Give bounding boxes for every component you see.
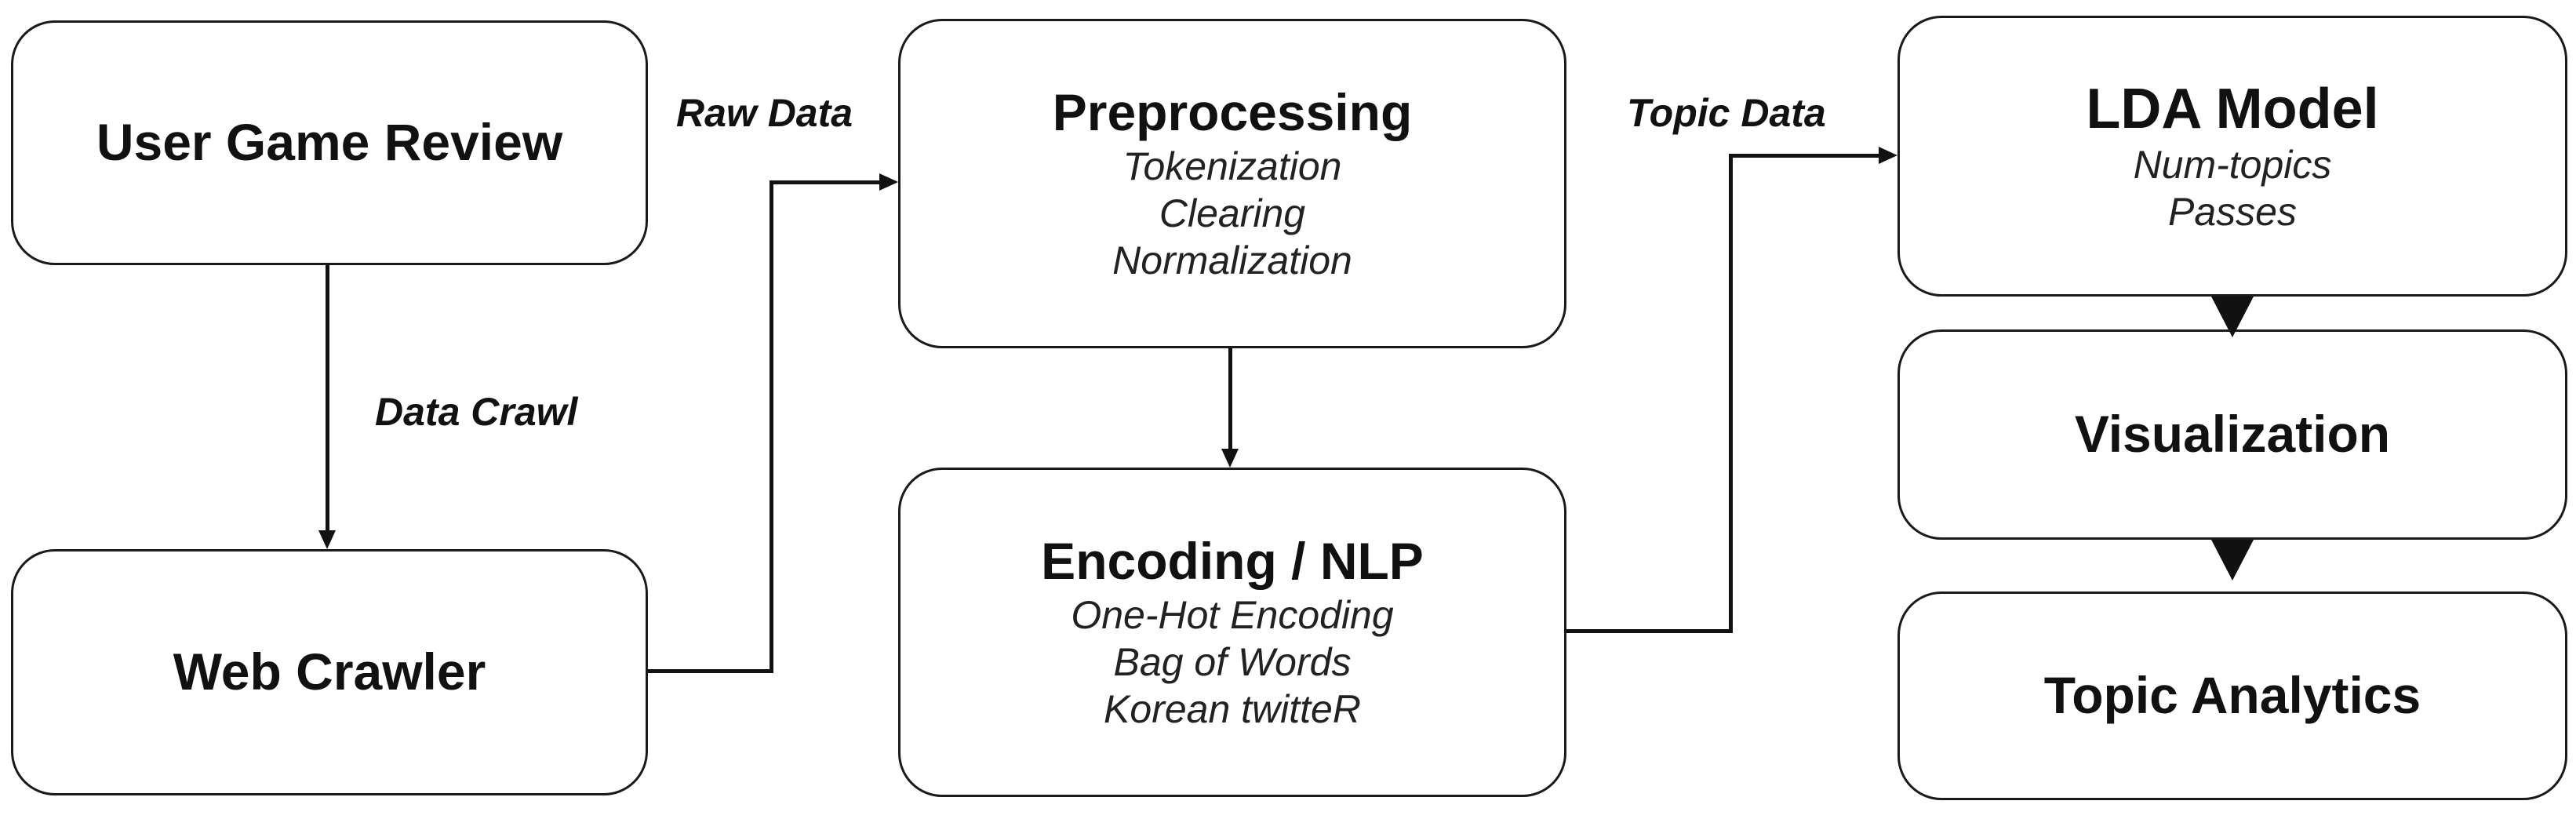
raw-data-connector-h2 — [770, 180, 879, 184]
lda-to-visualization-arrow-icon — [2211, 297, 2254, 337]
user-game-review-title: User Game Review — [96, 113, 563, 172]
lda-model-item: Passes — [2168, 190, 2297, 235]
topic-analytics-box: Topic Analytics — [1897, 592, 2567, 800]
raw-data-arrowhead — [879, 173, 898, 191]
preprocessing-title: Preprocessing — [1052, 83, 1413, 142]
preprocessing-box: Preprocessing Tokenization Clearing Norm… — [898, 19, 1566, 348]
web-crawler-box: Web Crawler — [11, 549, 648, 795]
lda-model-item: Num-topics — [2133, 143, 2332, 187]
lda-model-title: LDA Model — [2086, 77, 2379, 140]
encoding-nlp-title: Encoding / NLP — [1041, 532, 1424, 591]
preprocessing-encoding-arrowhead — [1221, 449, 1239, 468]
encoding-nlp-item: Bag of Words — [1113, 639, 1352, 684]
encoding-nlp-item: One-Hot Encoding — [1071, 592, 1394, 637]
data-crawl-label: Data Crawl — [375, 390, 578, 434]
topic-data-connector-v — [1729, 154, 1733, 633]
preprocessing-item: Tokenization — [1122, 144, 1342, 188]
data-crawl-connector — [326, 265, 329, 530]
topic-data-connector-h2 — [1729, 154, 1879, 158]
user-game-review-box: User Game Review — [11, 20, 648, 265]
raw-data-connector-h1 — [648, 669, 773, 673]
encoding-nlp-item: Korean twitteR — [1104, 686, 1361, 731]
preprocessing-item: Normalization — [1112, 238, 1352, 282]
visualization-box: Visualization — [1897, 329, 2567, 540]
encoding-nlp-box: Encoding / NLP One-Hot Encoding Bag of W… — [898, 468, 1566, 797]
raw-data-label: Raw Data — [676, 91, 853, 135]
visualization-title: Visualization — [2074, 405, 2391, 464]
topic-data-connector-h1 — [1566, 629, 1733, 633]
web-crawler-title: Web Crawler — [173, 642, 486, 701]
visualization-to-topic-analytics-arrow-icon — [2211, 540, 2254, 581]
topic-analytics-title: Topic Analytics — [2043, 666, 2421, 725]
topic-data-arrowhead — [1879, 147, 1897, 164]
topic-data-label: Topic Data — [1627, 91, 1826, 135]
preprocessing-item: Clearing — [1159, 191, 1306, 235]
preprocessing-encoding-connector — [1228, 348, 1232, 449]
data-crawl-arrowhead — [318, 530, 336, 549]
raw-data-connector-v — [770, 180, 773, 673]
lda-model-box: LDA Model Num-topics Passes — [1897, 16, 2567, 297]
